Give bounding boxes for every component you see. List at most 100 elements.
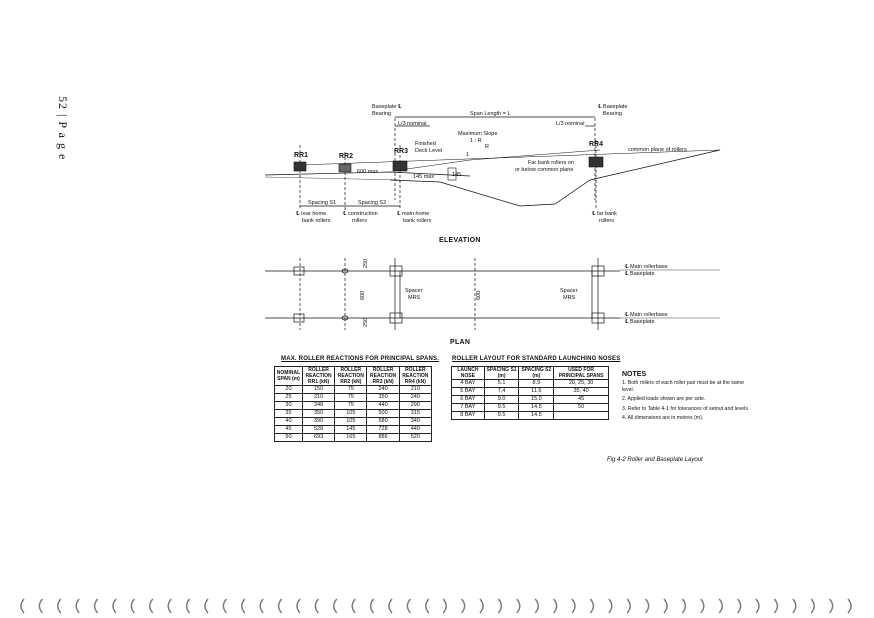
table-header: ROLLER REACTION RR1 (kN) [301, 366, 336, 386]
binding-ring [810, 598, 815, 614]
table-cell: 40 [274, 417, 303, 426]
binding-ring [516, 598, 521, 614]
binding-ring [369, 598, 375, 614]
table-cell: 340 [398, 417, 433, 426]
spacer-left-label: Spacer [405, 288, 423, 294]
table-header: SPACING S1 (m) [483, 366, 520, 380]
table-cell: 500 [366, 409, 400, 418]
binding-ring [93, 598, 99, 614]
table-cell: 14.5 [518, 403, 555, 412]
table-cell: 4 BAY [451, 379, 485, 388]
table-cell: 240 [398, 393, 433, 402]
table-cell: 8.9 [518, 379, 555, 388]
binding-ring [847, 598, 852, 614]
slope-ratio-label: 1 : R [470, 138, 482, 144]
spacing-s2-label: Spacing S2 [358, 200, 386, 206]
table-cell: 14.5 [518, 411, 555, 420]
binding-ring [755, 598, 760, 614]
plan-dim-250-bottom: 250 [363, 318, 369, 327]
table-cell [553, 411, 609, 420]
reactions-table: NOMINAL SPAN (m) ROLLER REACTION RR1 (kN… [274, 366, 433, 442]
binding-ring [351, 598, 356, 614]
binding-ring [20, 598, 25, 614]
rear-home-label-1: ℄ rear home [295, 211, 326, 217]
note-item: 3. Refer to Table 4-1 for tolerances of … [622, 405, 750, 412]
binding-ring [663, 598, 668, 614]
binding-ring [497, 598, 503, 614]
dim-600-label: 600 max [357, 169, 378, 175]
construction-label-1: ℄ construction [342, 211, 378, 217]
plan-view [265, 258, 720, 330]
table-cell: 9.5 [483, 411, 520, 420]
rr4-block [588, 156, 604, 168]
roller-label-rr4: RR4 [589, 141, 603, 148]
binding-ring [534, 598, 539, 614]
table-cell: 9.0 [483, 395, 520, 404]
plan-dim-600-left: 600 [360, 291, 366, 300]
binding-ring [829, 598, 834, 614]
l3-right-label: L/3 nominal [556, 121, 584, 127]
dim-145-label: 145 max [413, 174, 434, 180]
binding-ring [571, 598, 576, 614]
notes-title: NOTES [622, 371, 647, 378]
binding-ring [57, 598, 62, 614]
table-cell: 45 [553, 395, 609, 404]
binding-ring [425, 598, 430, 614]
page-number: 52 | P a g e [56, 96, 70, 161]
table-cell: 15.0 [518, 395, 555, 404]
table-cell: 150 [301, 385, 336, 394]
rear-home-label-2: bank rollers [302, 218, 331, 224]
far-bank-note-2: or below common plane [515, 167, 573, 173]
table-cell: 6 BAY [451, 395, 485, 404]
table-cell: 50 [553, 403, 609, 412]
binding-ring [792, 598, 797, 614]
main-rollerbase-bot-label: ℄ Main rollerbase [624, 312, 668, 318]
table-cell: 315 [398, 409, 433, 418]
table-header-row: NOMINAL SPAN (m) ROLLER REACTION RR1 (kN… [274, 366, 433, 386]
baseplate-right-label: ℄ Baseplate [597, 104, 628, 110]
table-cell: 25 [274, 393, 303, 402]
table-cell: 350 [301, 409, 336, 418]
table-cell: 105 [334, 409, 368, 418]
reactions-table-title: MAX. ROLLER REACTIONS FOR PRINCIPAL SPAN… [281, 356, 440, 362]
slope-one-label: 1 [466, 152, 469, 158]
main-home-label-1: ℄ main home [396, 211, 429, 217]
table-cell: 210 [301, 393, 336, 402]
table-cell: 210 [398, 385, 433, 394]
baseplate-top-label: ℄ Baseplate [624, 271, 655, 277]
table-cell: 520 [398, 433, 433, 442]
abutment-block [447, 167, 457, 181]
rr2-block [338, 163, 352, 173]
table-cell: 290 [398, 401, 433, 410]
binding-ring [773, 598, 779, 614]
binding-ring [314, 598, 319, 614]
baseplate-bot-label: ℄ Baseplate [624, 319, 655, 325]
binding-ring [461, 598, 466, 614]
binding-ring [553, 598, 558, 614]
spacing-s1-label: Spacing S1 [308, 200, 336, 206]
table-cell: 20, 25, 30 [553, 379, 609, 388]
rr1-block [293, 161, 307, 172]
binding-ring [296, 598, 301, 614]
plan-heading: PLAN [450, 339, 470, 346]
table-cell: 7.4 [483, 387, 520, 396]
table-cell: 5 BAY [451, 387, 485, 396]
table-header-row: LAUNCH NOSE SPACING S1 (m) SPACING S2 (m… [451, 366, 609, 380]
far-bank-note-1: Far bank rollers on [528, 160, 574, 166]
max-slope-label: Maximum Slope [458, 131, 497, 137]
table-header: USED FOR PRINCIPAL SPANS [553, 366, 609, 380]
table-cell: 348 [301, 401, 336, 410]
table-header: SPACING S2 (m) [518, 366, 555, 380]
mrs-left-label: MRS [408, 295, 421, 301]
note-item: 2. Applied loads shown are per side. [622, 396, 706, 403]
table-header: NOMINAL SPAN (m) [274, 366, 303, 386]
roller-label-rr1: RR1 [294, 152, 308, 159]
binding-ring [718, 598, 723, 614]
